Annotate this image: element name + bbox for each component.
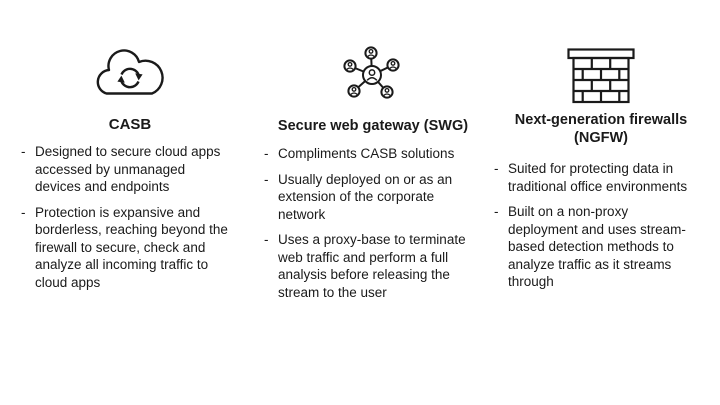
list-item: - Designed to secure cloud apps accessed… bbox=[15, 143, 245, 196]
bullet-dash: - bbox=[264, 146, 269, 161]
bullet-text: Built on a non-proxy deployment and uses… bbox=[508, 204, 686, 289]
bullet-text: Suited for protecting data in traditiona… bbox=[508, 161, 688, 194]
column-casb: CASB - Designed to secure cloud apps acc… bbox=[15, 0, 245, 299]
bullet-text: Protection is expansive and borderless, … bbox=[35, 204, 228, 290]
bullet-dash: - bbox=[494, 204, 499, 219]
bullet-dash: - bbox=[264, 232, 269, 247]
bullet-text: Uses a proxy-base to terminate web traff… bbox=[278, 232, 466, 300]
bullet-dash: - bbox=[21, 204, 26, 220]
bullet-list-ngfw: - Suited for protecting data in traditio… bbox=[488, 160, 714, 291]
list-item: - Uses a proxy-base to terminate web tra… bbox=[258, 231, 488, 301]
list-item: - Usually deployed on or as an extension… bbox=[258, 171, 488, 224]
cloud-sync-icon bbox=[15, 0, 245, 103]
bullet-dash: - bbox=[264, 171, 269, 187]
bullet-dash: - bbox=[494, 161, 499, 176]
bullet-text: Designed to secure cloud apps accessed b… bbox=[35, 144, 221, 194]
bullet-list-casb: - Designed to secure cloud apps accessed… bbox=[15, 143, 245, 291]
list-item: - Protection is expansive and borderless… bbox=[15, 204, 245, 292]
column-ngfw: Next-generation firewalls (NGFW) - Suite… bbox=[488, 0, 714, 299]
bullet-text: Compliments CASB solutions bbox=[278, 146, 455, 161]
list-item: - Built on a non-proxy deployment and us… bbox=[488, 203, 714, 291]
bullet-text: Usually deployed on or as an extension o… bbox=[278, 171, 453, 222]
column-title-ngfw: Next-generation firewalls (NGFW) bbox=[514, 112, 688, 146]
list-item: - Suited for protecting data in traditio… bbox=[488, 160, 714, 195]
bullet-list-swg: - Compliments CASB solutions - Usually d… bbox=[258, 145, 488, 301]
column-title-casb: CASB bbox=[108, 116, 152, 133]
brick-wall-icon bbox=[488, 0, 714, 104]
column-title-swg: Secure web gateway (SWG) bbox=[277, 118, 469, 134]
column-swg: Secure web gateway (SWG) - Compliments C… bbox=[258, 0, 488, 309]
bullet-dash: - bbox=[21, 144, 26, 159]
list-item: - Compliments CASB solutions bbox=[258, 145, 488, 163]
user-network-icon bbox=[258, 0, 488, 102]
